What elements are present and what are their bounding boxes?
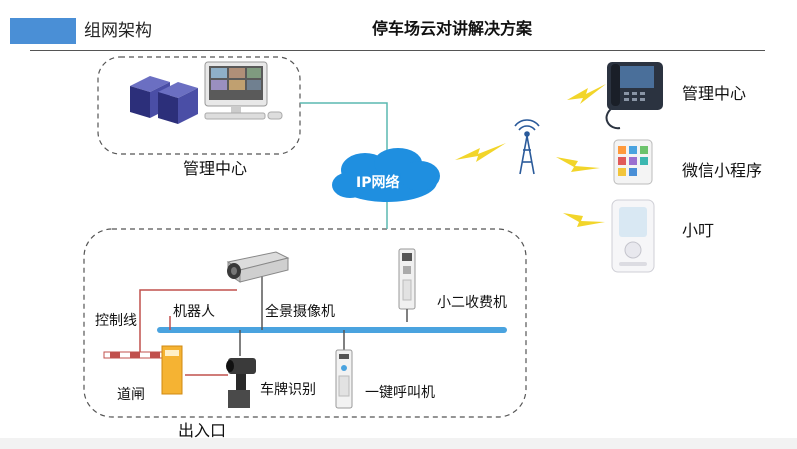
terminal-management-center-label: 管理中心	[682, 84, 747, 103]
one-key-call-label: 一键呼叫机	[365, 385, 435, 401]
exit-entrance-label: 出入口	[178, 421, 227, 440]
barrier-gate-label: 道闸	[117, 387, 145, 403]
network-link-management	[300, 102, 388, 155]
panoramic-camera-icon	[226, 251, 290, 290]
plate-camera-icon	[226, 358, 256, 408]
title-divider	[30, 50, 765, 51]
desk-phone-icon	[605, 62, 663, 130]
control-line-label: 控制线	[95, 313, 137, 329]
page-title: 停车场云对讲解决方案	[372, 19, 533, 38]
server-icon	[130, 76, 198, 124]
management-center-label: 管理中心	[183, 159, 248, 178]
toll-machine-label: 小二收费机	[437, 295, 507, 311]
smartphone-icon	[613, 139, 653, 185]
xiaoding-label: 小叮	[682, 221, 715, 240]
plate-recognition-label: 车牌识别	[260, 382, 316, 398]
panoramic-camera-label: 全景摄像机	[265, 304, 335, 320]
header-accent-bar	[10, 18, 76, 44]
control-line	[139, 289, 237, 353]
radio-tower-icon	[514, 119, 540, 175]
management-center-group	[97, 56, 301, 155]
ip-network-label: IP网络	[356, 175, 400, 191]
lightning-icon	[455, 84, 606, 227]
call-box-icon	[335, 349, 353, 409]
bottom-strip	[0, 438, 797, 449]
barrier-gate-icon	[103, 345, 183, 395]
site-group	[83, 228, 527, 418]
robot-label: 机器人	[173, 304, 215, 320]
toll-machine-icon	[398, 248, 416, 322]
cloud-icon	[332, 148, 440, 202]
monitor-icon	[204, 61, 283, 120]
wechat-mini-program-label: 微信小程序	[682, 161, 763, 180]
intercom-device-icon	[611, 199, 655, 273]
section-title: 组网架构	[84, 21, 152, 41]
